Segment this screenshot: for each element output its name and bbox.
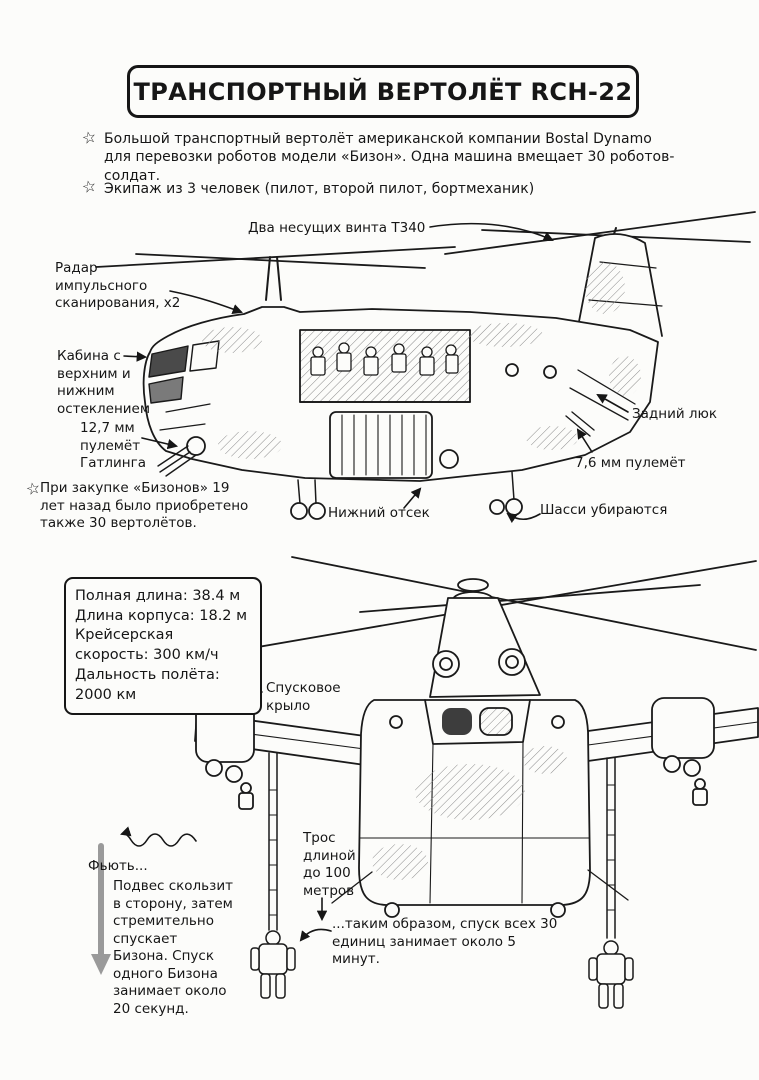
spec-range: Дальность полёта: 2000 км: [75, 666, 220, 703]
helicopter-front-view-drawing: [194, 556, 759, 1009]
label-whistle: Фьють...: [88, 858, 148, 874]
cockpit-windows: [148, 340, 220, 404]
helicopter-side-view-drawing: [95, 211, 756, 520]
arrow-to-rear-gun: [576, 428, 593, 453]
spec-box: Полная длина: 38.4 м Длина корпуса: 18.2…: [64, 577, 262, 716]
intro-bullet-2: Экипаж из 3 человек (пилот, второй пилот…: [104, 181, 535, 197]
robots-in-bay: [310, 342, 459, 376]
arrow-to-radar: [169, 290, 243, 315]
label-lower-bay: Нижний отсек: [328, 505, 430, 521]
porthole: [505, 363, 519, 377]
label-rotors: Два несущих винта Т340: [248, 220, 426, 236]
arrow-to-cabin: [123, 351, 148, 362]
label-gatling: 12,7 мм пулемёт Гатлинга: [80, 420, 146, 472]
lower-bay-module: [329, 411, 433, 479]
spec-full-length: Полная длина: 38.4 м: [75, 588, 241, 604]
porthole: [439, 449, 459, 469]
descending-robot-left: [250, 930, 296, 999]
front-camo-shading: [372, 746, 567, 880]
cargo-bay-opening: [299, 329, 471, 403]
squiggle-arrow-left: [120, 826, 197, 847]
arrow-to-robot: [299, 928, 332, 942]
descent-cables: [268, 752, 616, 939]
landing-gear: [290, 471, 523, 520]
wingtip-pods: [195, 697, 715, 810]
label-total-note: ...таким образом, спуск всех 30 единиц з…: [332, 916, 558, 968]
label-descent-note: Подвес скользит в сторону, затем стремит…: [113, 878, 233, 1017]
label-cable: Трос длиной до 100 метров: [303, 830, 356, 899]
camo-shading: [202, 262, 641, 459]
porthole: [543, 365, 557, 379]
front-rotor-blades: [95, 246, 456, 301]
arrow-to-landing-gear: [506, 512, 541, 524]
gatling-gun: [157, 436, 206, 477]
page-title: ТРАНСПОРТНЫЙ ВЕРТОЛЁТ RCH-22: [127, 65, 639, 118]
label-cabin: Кабина с верхним и нижним остеклением: [57, 348, 151, 417]
star-icon: ☆: [80, 175, 99, 198]
arrow-to-gatling: [141, 437, 179, 450]
arrow-to-rear-hatch: [596, 393, 629, 413]
side-note: При закупке «Бизонов» 19 лет назад было …: [40, 480, 249, 532]
rear-ramp-lines: [569, 369, 636, 421]
arrow-to-lower-bay: [403, 487, 422, 509]
spec-cruise-speed: Крейсерская скорость: 300 км/ч: [75, 627, 219, 664]
intro-bullet-1: Большой транспортный вертолёт американск…: [104, 131, 675, 184]
label-rear-gun: 7,6 мм пулемёт: [575, 455, 686, 471]
arrow-to-rear-rotor: [429, 222, 554, 242]
front-window: [442, 708, 472, 735]
label-descent-wing: Спусковое крыло: [266, 680, 341, 714]
star-icon: ☆: [80, 126, 99, 149]
big-descent-arrowhead: [91, 954, 111, 975]
front-pylon: [429, 597, 541, 698]
descending-robot-right: [588, 940, 634, 1009]
label-landing-gear: Шасси убираются: [540, 502, 668, 518]
spec-hull-length: Длина корпуса: 18.2 м: [75, 607, 248, 624]
label-rear-hatch: Задний люк: [632, 406, 718, 422]
page-title-text: ТРАНСПОРТНЫЙ ВЕРТОЛЁТ RCH-22: [133, 77, 633, 106]
label-radar: Радар импульсного сканирования, х2: [55, 260, 181, 312]
